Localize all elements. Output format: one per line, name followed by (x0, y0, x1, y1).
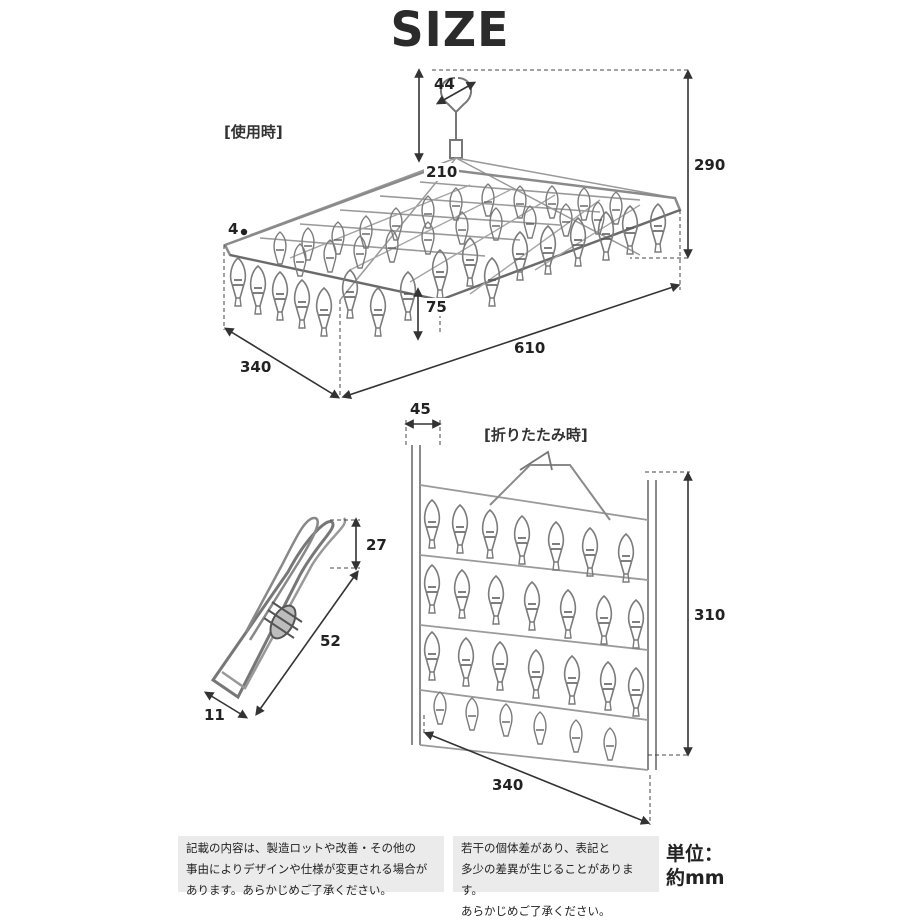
page-title: SIZE (390, 0, 510, 58)
note-individual-difference-line: 多少の差異が生じることがあります。 (461, 862, 634, 897)
note-individual-difference: 若干の個体差があり、表記と 多少の差異が生じることがあります。 あらかじめご了承… (453, 836, 659, 918)
note-design-change: 記載の内容は、製造ロットや改善・その他の 事由によりデザインや仕様が変更される場… (178, 836, 444, 897)
dim-folded-width: 340 (492, 776, 524, 794)
dim-rod: 4 (228, 220, 239, 238)
unit-label: 単位： 約mm (666, 842, 725, 890)
hanger-folded-drawing (411, 445, 657, 771)
dim-total-height: 290 (694, 156, 726, 174)
dim-folded-height: 310 (694, 606, 726, 624)
note-design-change-line: 事由によりデザインや仕様が変更される場合が (186, 862, 428, 876)
note-individual-difference-line: 若干の個体差があり、表記と (461, 841, 611, 855)
dim-clip-length: 52 (320, 632, 341, 650)
dim-length: 340 (240, 358, 272, 376)
note-design-change-line: あります。あらかじめご了承ください。 (186, 883, 392, 897)
size-diagram (203, 68, 693, 825)
in-use-label: [使用時] (224, 123, 283, 141)
dim-depth: 75 (424, 298, 449, 316)
dim-folded-thickness: 45 (410, 400, 431, 418)
folded-label: [折りたたみ時] (484, 426, 588, 444)
hanger-in-use-drawing (223, 77, 682, 337)
note-design-change-line: 記載の内容は、製造ロットや改善・その他の (186, 841, 416, 855)
dim-hook-to-frame: 210 (424, 163, 460, 181)
dim-hook: 44 (434, 75, 455, 93)
note-individual-difference-line: あらかじめご了承ください。 (461, 904, 611, 918)
unit-label-line1: 単位： (666, 843, 724, 865)
dim-width: 610 (514, 339, 546, 357)
clothespin-drawing (210, 516, 347, 700)
unit-label-line2: 約mm (666, 867, 725, 889)
dim-clip-width: 11 (204, 706, 225, 724)
dim-clip-height: 27 (366, 536, 387, 554)
